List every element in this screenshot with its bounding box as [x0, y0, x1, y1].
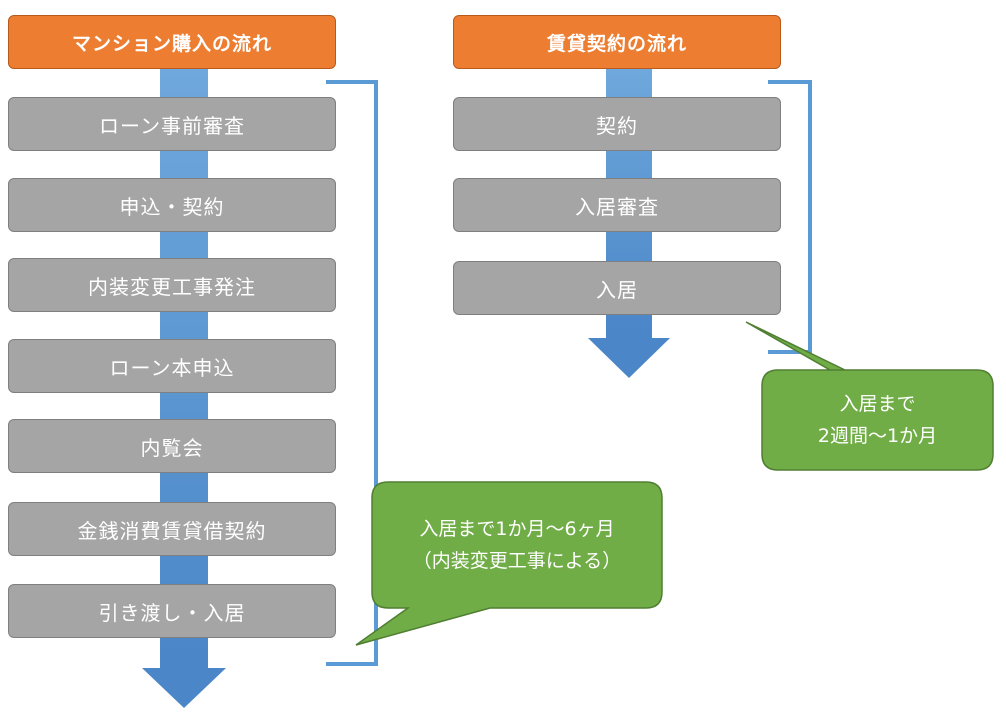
rental-callout-line2: 2週間～1か月 [817, 425, 938, 447]
rental-bracket [768, 80, 812, 354]
purchase-step-application: 申込・契約 [8, 178, 336, 232]
rental-callout-text: 入居まで 2週間～1か月 [762, 370, 993, 470]
purchase-callout-bubble [355, 481, 663, 646]
rental-step-screening: 入居審査 [453, 178, 781, 232]
purchase-step-handover: 引き渡し・入居 [8, 584, 336, 638]
purchase-flow-title: マンション購入の流れ [8, 15, 336, 69]
purchase-callout-line2: （内装変更工事による） [412, 550, 622, 572]
rental-step-contract: 契約 [453, 97, 781, 151]
purchase-step-viewing: 内覧会 [8, 419, 336, 473]
rental-flow-title: 賃貸契約の流れ [453, 15, 781, 69]
purchase-bracket [326, 80, 378, 666]
purchase-callout-text: 入居まで1か月～6ヶ月 （内装変更工事による） [372, 482, 662, 608]
purchase-callout-line1: 入居まで1か月～6ヶ月 [419, 518, 615, 540]
rental-step-move-in: 入居 [453, 261, 781, 315]
purchase-step-renovation-order: 内装変更工事発注 [8, 258, 336, 312]
purchase-step-loan-application: ローン本申込 [8, 339, 336, 393]
rental-callout-bubble [745, 321, 994, 471]
purchase-step-loan-contract: 金銭消費賃貸借契約 [8, 502, 336, 556]
rental-callout-line1: 入居まで [839, 393, 916, 415]
purchase-step-loan-prescreen: ローン事前審査 [8, 97, 336, 151]
